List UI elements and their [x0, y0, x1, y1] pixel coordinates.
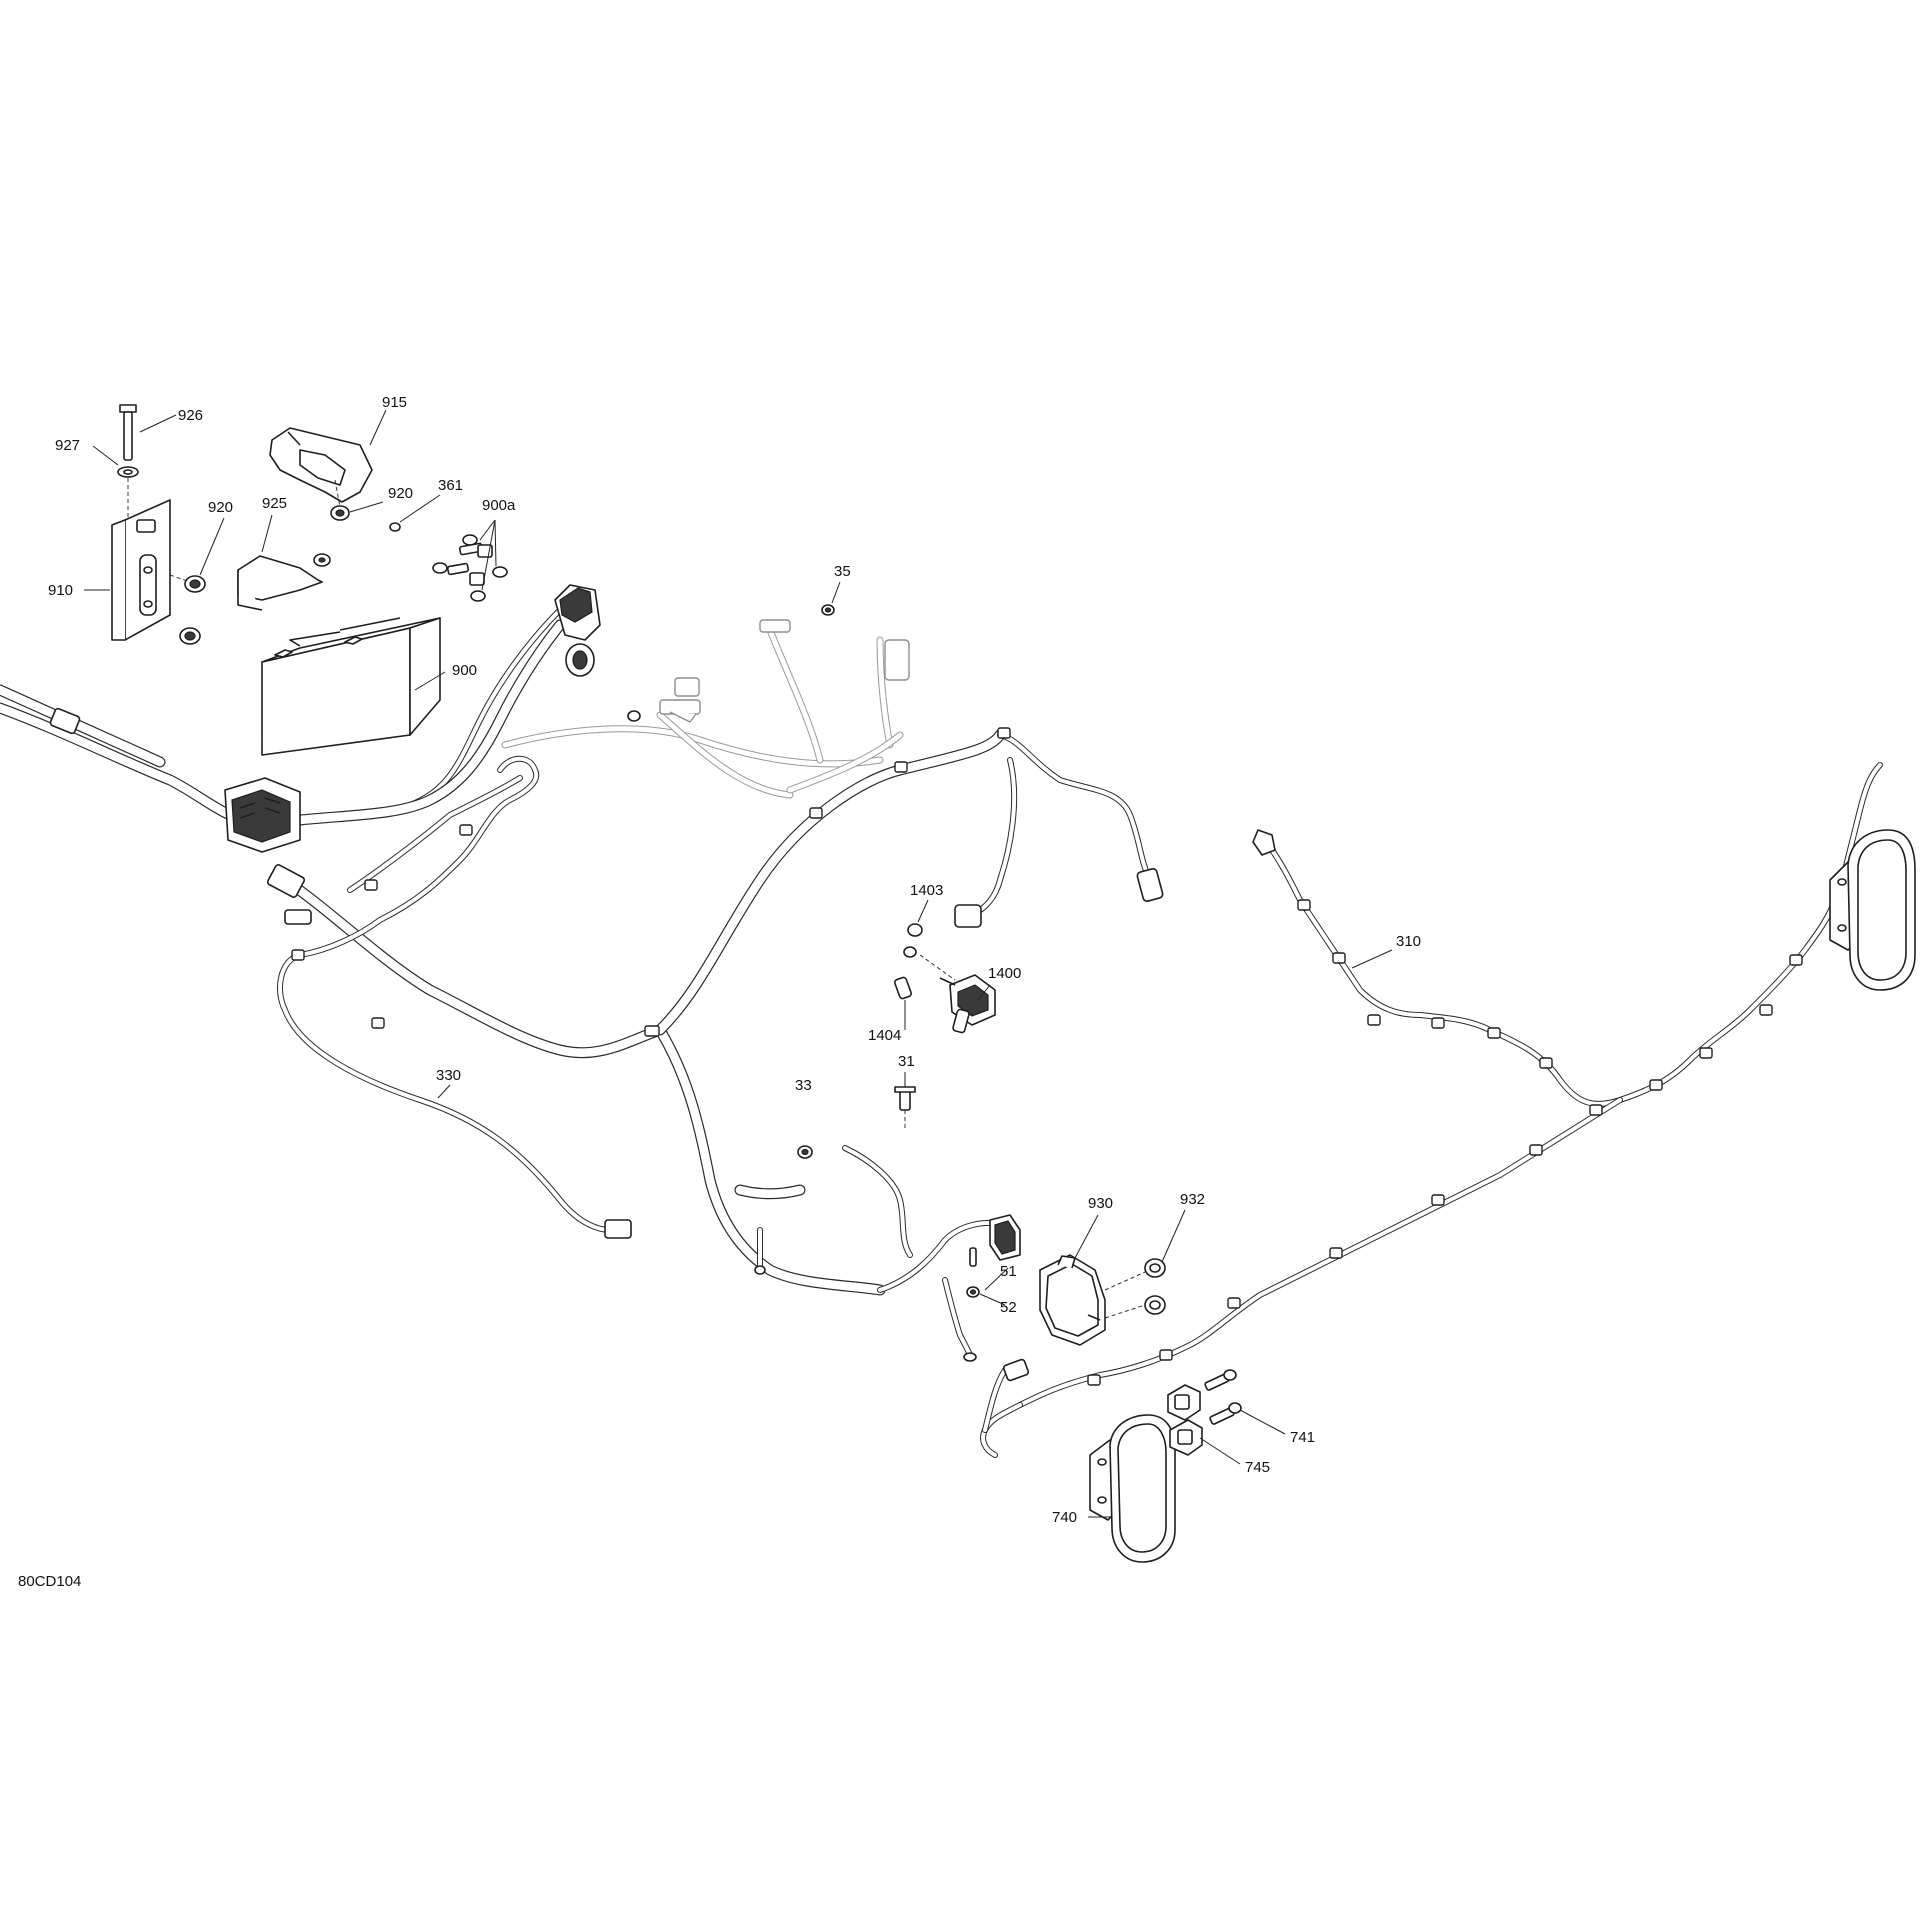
- callout-920-upper: 920: [388, 485, 413, 502]
- callout-31: 31: [898, 1053, 915, 1070]
- battery-cover: [237, 553, 331, 611]
- callout-900a: 900a: [482, 497, 516, 514]
- control-module: [1039, 1254, 1146, 1346]
- callout-1400: 1400: [988, 965, 1021, 982]
- battery-bracket: [111, 499, 171, 641]
- connector-51-52: [877, 1214, 1021, 1362]
- module-grommets: [1144, 1258, 1166, 1315]
- callout-741: 741: [1290, 1429, 1315, 1446]
- nut-35: [627, 604, 835, 722]
- light-mounting-hardware: [1167, 1369, 1242, 1456]
- harness-stub: [734, 1184, 806, 1275]
- bracket-nuts: [169, 574, 206, 645]
- terminal-cover: [269, 427, 373, 503]
- callout-51: 51: [1000, 1263, 1017, 1280]
- ground-strap: [797, 1086, 916, 1258]
- ghost-frame-assembly: [501, 619, 910, 799]
- callout-927: 927: [55, 437, 80, 454]
- callout-361: 361: [438, 477, 463, 494]
- callout-52: 52: [1000, 1299, 1017, 1316]
- rear-harness-310: [980, 762, 1883, 1458]
- callout-35: 35: [834, 563, 851, 580]
- terminal-hardware-kit: [389, 522, 508, 602]
- callout-740: 740: [1052, 1509, 1077, 1526]
- bolt-and-washer: [117, 404, 139, 520]
- cover-nut: [330, 479, 350, 521]
- battery: [261, 617, 441, 756]
- harness-connector-block: [224, 777, 301, 853]
- callout-925: 925: [262, 495, 287, 512]
- diagram-reference-code: 80CD104: [18, 1573, 81, 1590]
- callout-930: 930: [1088, 1195, 1113, 1212]
- rear-light-upper: [1829, 829, 1916, 991]
- branch-harness: [279, 727, 1164, 1296]
- callout-920-left: 920: [208, 499, 233, 516]
- callout-745: 745: [1245, 1459, 1270, 1476]
- harness-330-wire: [266, 755, 632, 1239]
- callout-310: 310: [1396, 933, 1421, 950]
- leader-lines: [84, 409, 1393, 1518]
- callout-33: 33: [795, 1077, 812, 1094]
- callout-915: 915: [382, 394, 407, 411]
- sensor-1400: [893, 923, 996, 1034]
- callout-1404: 1404: [868, 1027, 901, 1044]
- callout-labels: 926 915 927 920 920 361 900a 925 910 35 …: [48, 394, 1421, 1526]
- callout-1403: 1403: [910, 882, 943, 899]
- battery-cable: [294, 584, 601, 826]
- callout-932: 932: [1180, 1191, 1205, 1208]
- callout-330: 330: [436, 1067, 461, 1084]
- callout-926: 926: [178, 407, 203, 424]
- callout-900: 900: [452, 662, 477, 679]
- callout-910: 910: [48, 582, 73, 599]
- rear-light-lower: [1089, 1414, 1176, 1563]
